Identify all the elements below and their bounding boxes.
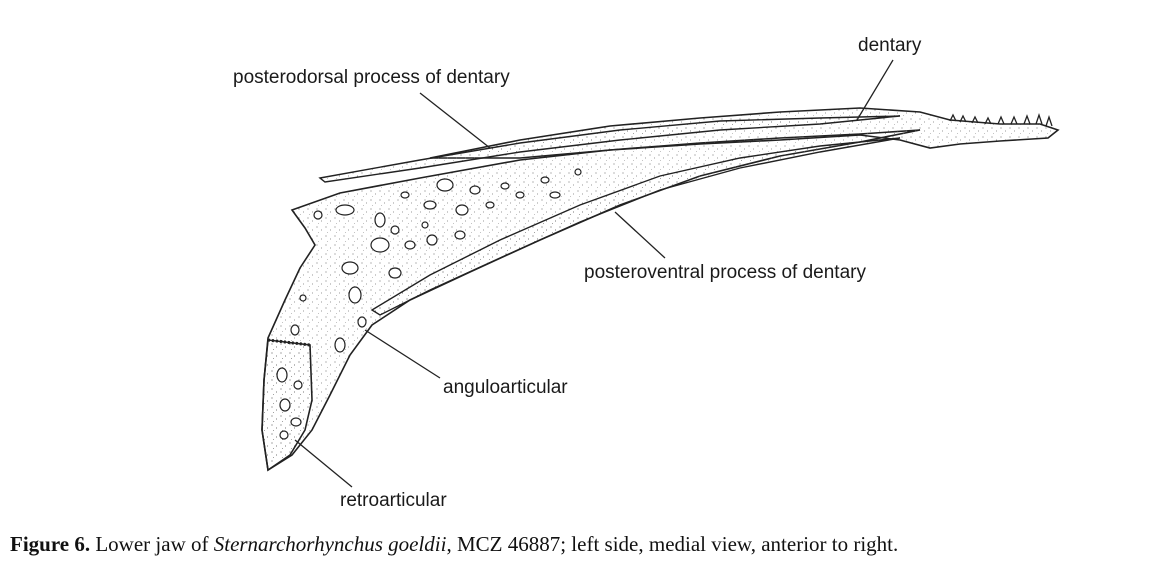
label-posterodorsal-process: posterodorsal process of dentary — [233, 67, 510, 88]
dentary-teeth — [949, 112, 1053, 127]
caption-text-before: Lower jaw of — [90, 532, 214, 556]
anguloarticular-bone — [261, 129, 921, 472]
posterodorsal-process — [318, 115, 901, 183]
leader-lines — [294, 59, 894, 488]
label-dentary: dentary — [858, 35, 922, 56]
leader-dentary — [856, 59, 894, 121]
posteroventral-process — [370, 137, 901, 316]
foramina — [276, 168, 582, 440]
dentary-bone — [429, 107, 1060, 159]
figure-number: Figure 6. — [10, 532, 91, 556]
leader-retroarticular — [294, 439, 353, 488]
lower-jaw-illustration: dentary posterodorsal process of dentary… — [233, 35, 1060, 511]
caption-text-after: , MCZ 46887; left side, medial view, ant… — [446, 532, 899, 556]
leader-posterodorsal — [419, 92, 491, 149]
species-name: Sternarchorhynchus goeldii — [213, 532, 447, 556]
figure-caption: Figure 6. Lower jaw of Sternarchorhynchu… — [10, 532, 1145, 557]
suture-line — [267, 338, 311, 347]
leader-posteroventral — [614, 211, 666, 259]
label-retroarticular: retroarticular — [340, 490, 447, 511]
leader-anguloarticular — [364, 329, 441, 379]
label-anguloarticular: anguloarticular — [443, 377, 568, 398]
label-posteroventral-process: posteroventral process of dentary — [584, 262, 866, 283]
